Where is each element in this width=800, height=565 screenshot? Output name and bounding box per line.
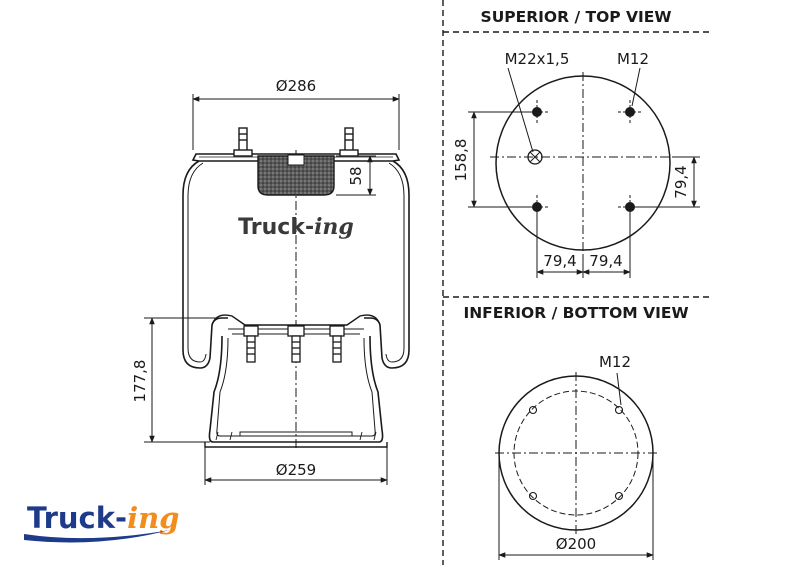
brand-part1: Truck- [27, 501, 127, 535]
piston-body [208, 335, 384, 443]
plate-height-label: 58 [347, 166, 365, 185]
watermark-part1: Truck- [238, 215, 314, 240]
bottom-stud-center [287, 325, 305, 363]
thread-main-label: M22x1,5 [505, 50, 570, 68]
vertical-dim-label: 158,8 [452, 139, 470, 182]
side-view [144, 94, 410, 485]
dim-bottom-diameter [204, 447, 388, 485]
brand-swoosh [24, 530, 170, 543]
bottom-diameter-label: Ø259 [276, 461, 316, 479]
brand-part2: ing [127, 501, 179, 535]
section-dividers [442, 0, 712, 565]
bottom-thread-label: M12 [599, 353, 631, 371]
top-view-title: SUPERIOR / TOP VIEW [481, 8, 672, 26]
watermark-part2: ing [314, 214, 354, 240]
bottom-stud-left [243, 325, 259, 363]
bottom-view-title: INFERIOR / BOTTOM VIEW [463, 304, 688, 322]
bottom-diameter-view-label: Ø200 [556, 535, 596, 553]
dim-height [144, 317, 222, 443]
bottom-view [495, 372, 657, 560]
bottom-holes [528, 405, 624, 501]
bump-stop [257, 155, 335, 196]
dim-plate-height [336, 155, 376, 196]
bottom-left-dim-label: 79,4 [543, 252, 576, 270]
watermark-logo: Truck-ing [238, 214, 354, 240]
brand-logo: Truck-ing [24, 501, 179, 543]
thread-stud-label: M12 [617, 50, 649, 68]
svg-text:Truck-ing: Truck-ing [27, 501, 179, 535]
top-holes [525, 100, 642, 219]
top-stud-right [339, 127, 359, 157]
right-dim-label: 79,4 [672, 165, 690, 198]
svg-text:Truck-ing: Truck-ing [238, 214, 354, 240]
top-stud-left [233, 127, 253, 157]
top-diameter-label: Ø286 [276, 77, 316, 95]
height-label: 177,8 [131, 360, 149, 403]
top-view [468, 67, 700, 278]
bottom-right-dim-label: 79,4 [589, 252, 622, 270]
bottom-stud-right [329, 325, 345, 363]
dim-top-diameter [192, 94, 400, 150]
